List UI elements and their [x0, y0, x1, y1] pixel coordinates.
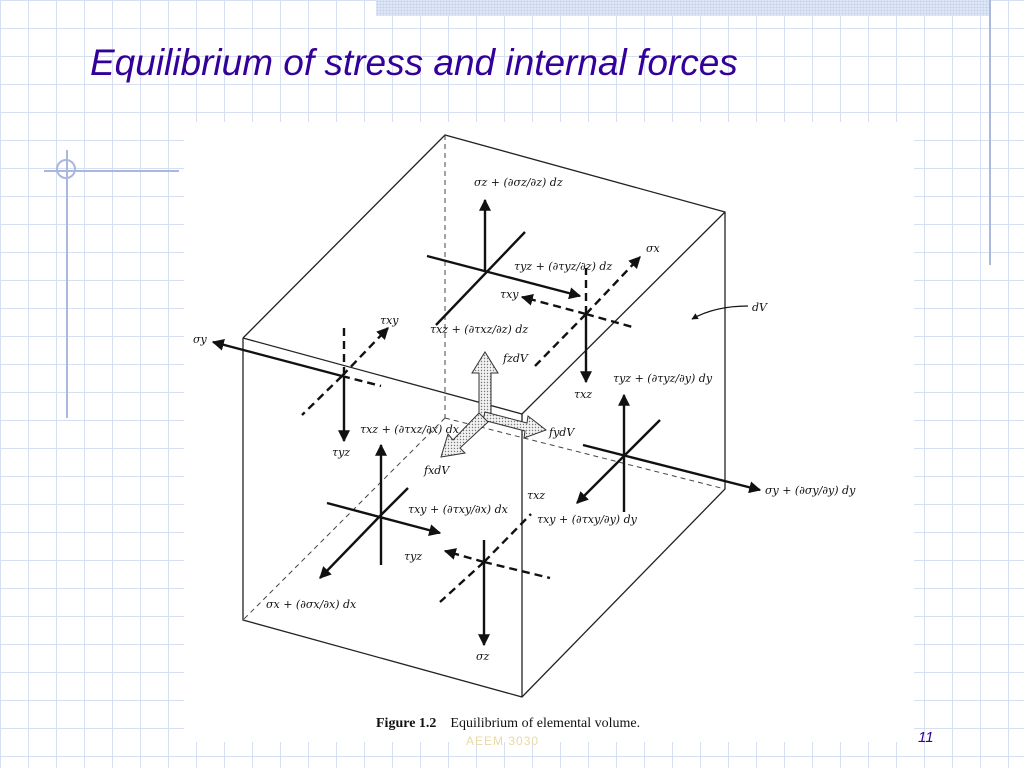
- left-horizontal-rule: [44, 170, 179, 172]
- slide-title: Equilibrium of stress and internal force…: [90, 42, 738, 83]
- label-dv: dV: [752, 301, 768, 314]
- label-tau-yz-left: τyz: [332, 446, 350, 459]
- back-right-face-stresses: [576, 393, 762, 512]
- body-force-x-arrow: [440, 412, 489, 458]
- label-tau-yz-plus-dz: τyz + (∂τyz/∂z) dz: [514, 260, 612, 273]
- label-sigma-z: σz: [476, 650, 490, 663]
- figure-caption-text: Equilibrium of elemental volume.: [450, 716, 641, 731]
- label-fy-dv: fydV: [548, 426, 575, 439]
- label-fx-dv: fxdV: [423, 464, 450, 477]
- label-tau-xy-plus-dy: τxy + (∂τxy/∂y) dy: [537, 513, 638, 526]
- footer-text: AEEM 3030: [466, 734, 540, 748]
- label-sigma-y: σy: [193, 333, 208, 346]
- label-tau-xy-plus-dx: τxy + (∂τxy/∂x) dx: [408, 503, 509, 516]
- diagram-labels: σz + (∂σz/∂z) dz τyz + (∂τyz/∂z) dz σx τ…: [193, 176, 856, 663]
- top-face-stresses: [426, 198, 582, 326]
- right-face-dashed-stresses: [520, 256, 641, 384]
- label-tau-xz-plus-dx: τxz + (∂τxz/∂x) dx: [360, 423, 460, 436]
- label-tau-xy-left: τxy: [380, 314, 399, 327]
- page-number: 11: [918, 729, 934, 746]
- label-sigma-z-plus: σz + (∂σz/∂z) dz: [474, 176, 563, 189]
- label-tau-yz-plus-dy: τyz + (∂τyz/∂y) dy: [613, 372, 713, 385]
- front-face-upper-stresses: [319, 443, 442, 579]
- front-face-lower-stresses: [439, 513, 551, 647]
- label-sigma-x-plus: σx + (∂σx/∂x) dx: [266, 598, 357, 611]
- rule-circle-ornament: [56, 159, 76, 179]
- body-force-z-arrow: [471, 351, 499, 419]
- label-tau-xy-top: τxy: [500, 288, 519, 301]
- body-force-arrows: [440, 351, 548, 458]
- left-vertical-rule: [66, 150, 68, 418]
- right-vertical-rule: [989, 0, 991, 265]
- label-sigma-y-plus: σy + (∂σy/∂y) dy: [765, 484, 856, 497]
- label-tau-xz-plus-dz: τxz + (∂τxz/∂z) dz: [430, 323, 528, 336]
- body-force-y-arrow: [482, 411, 548, 439]
- label-fz-dv: fzdV: [502, 352, 529, 365]
- label-tau-xz-right: τxz: [574, 388, 592, 401]
- label-sigma-x: σx: [646, 242, 661, 255]
- left-face-stresses: [211, 327, 389, 443]
- cube-hidden-edges: [242, 135, 726, 621]
- figure-caption: Figure 1.2 Equilibrium of elemental volum…: [376, 716, 640, 732]
- figure-panel: [184, 122, 914, 742]
- label-tau-yz-bottom: τyz: [404, 550, 422, 563]
- dv-pointer-arrow: [691, 305, 749, 320]
- figure-caption-label: Figure 1.2: [376, 716, 437, 731]
- label-tau-xz-front: τxz: [527, 489, 545, 502]
- header-band: [376, 0, 990, 16]
